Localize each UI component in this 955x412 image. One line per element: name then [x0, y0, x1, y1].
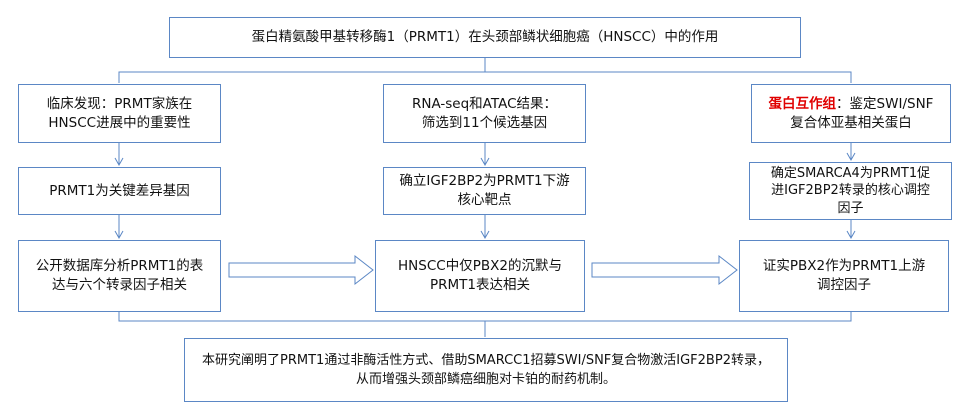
block-arrow-1 [228, 254, 374, 286]
conclusion-line2: 从而增强头颈部鳞癌细胞对卡铂的耐药机制。 [355, 372, 616, 387]
col3-box1-line2: 复合体亚基相关蛋白 [790, 114, 912, 131]
col3-box3-line1: 证实PBX2作为PRMT1上游 [762, 258, 926, 274]
col1-box3-line1: 公开数据库分析PRMT1的表 [35, 258, 204, 274]
block-arrow-2 [591, 254, 738, 286]
col3-box1: 蛋白互作组：鉴定SWI/SNF 复合体亚基相关蛋白 [751, 84, 951, 143]
col2-box1-line1: RNA-seq和ATAC结果： [411, 95, 557, 112]
bottom-bracket [118, 312, 852, 337]
col2-box3-line1: HNSCC中仅PBX2的沉默与 [398, 258, 562, 274]
col2-box2-line1: 确立IGF2BP2为PRMT1下游 [399, 173, 570, 189]
col1-box1-line2: HNSCC进展中的重要性 [48, 114, 191, 131]
col3-box3-line2: 调控因子 [817, 277, 871, 293]
top-bracket [118, 58, 852, 83]
col3-box3: 证实PBX2作为PRMT1上游 调控因子 [739, 240, 949, 312]
col3-box2-line3: 因子 [837, 200, 864, 216]
protein-interactome-highlight: 蛋白互作组 [768, 95, 837, 112]
col2-box1-line2: 筛选到11个候选基因 [421, 114, 548, 131]
col3-box2-line2: 进IGF2BP2转录的核心调控 [771, 183, 930, 199]
col1-box2-text: PRMT1为关键差异基因 [49, 182, 190, 199]
col2-box3: HNSCC中仅PBX2的沉默与 PRMT1表达相关 [375, 240, 585, 312]
col2-box3-line2: PRMT1表达相关 [429, 277, 530, 293]
col1-box1: 临床发现：PRMT家族在 HNSCC进展中的重要性 [18, 84, 221, 143]
col3-box2: 确定SMARCA4为PRMT1促 进IGF2BP2转录的核心调控 因子 [749, 162, 952, 220]
conclusion-box: 本研究阐明了PRMT1通过非酶活性方式、借助SMARCC1招募SWI/SNF复合… [184, 338, 788, 402]
col3-box2-line1: 确定SMARCA4为PRMT1促 [770, 165, 931, 181]
col2-box2: 确立IGF2BP2为PRMT1下游 核心靶点 [383, 167, 586, 215]
title-text: 蛋白精氨酸甲基转移酶1（PRMT1）在头颈部鳞状细胞癌（HNSCC）中的作用 [251, 29, 719, 45]
col1-box1-line1: 临床发现：PRMT家族在 [46, 95, 193, 112]
title-box: 蛋白精氨酸甲基转移酶1（PRMT1）在头颈部鳞状细胞癌（HNSCC）中的作用 [169, 17, 801, 58]
col1-box3: 公开数据库分析PRMT1的表 达与六个转录因子相关 [18, 240, 221, 312]
col2-box2-line2: 核心靶点 [457, 192, 512, 208]
col3-box1-rest: ：鉴定SWI/SNF [836, 95, 934, 112]
conclusion-line1: 本研究阐明了PRMT1通过非酶活性方式、借助SMARCC1招募SWI/SNF复合… [202, 353, 770, 368]
col2-box1: RNA-seq和ATAC结果： 筛选到11个候选基因 [383, 84, 586, 143]
col1-box2: PRMT1为关键差异基因 [18, 167, 221, 215]
col1-box3-line2: 达与六个转录因子相关 [51, 277, 187, 293]
col3-box1-line1: 蛋白互作组：鉴定SWI/SNF [769, 95, 934, 114]
